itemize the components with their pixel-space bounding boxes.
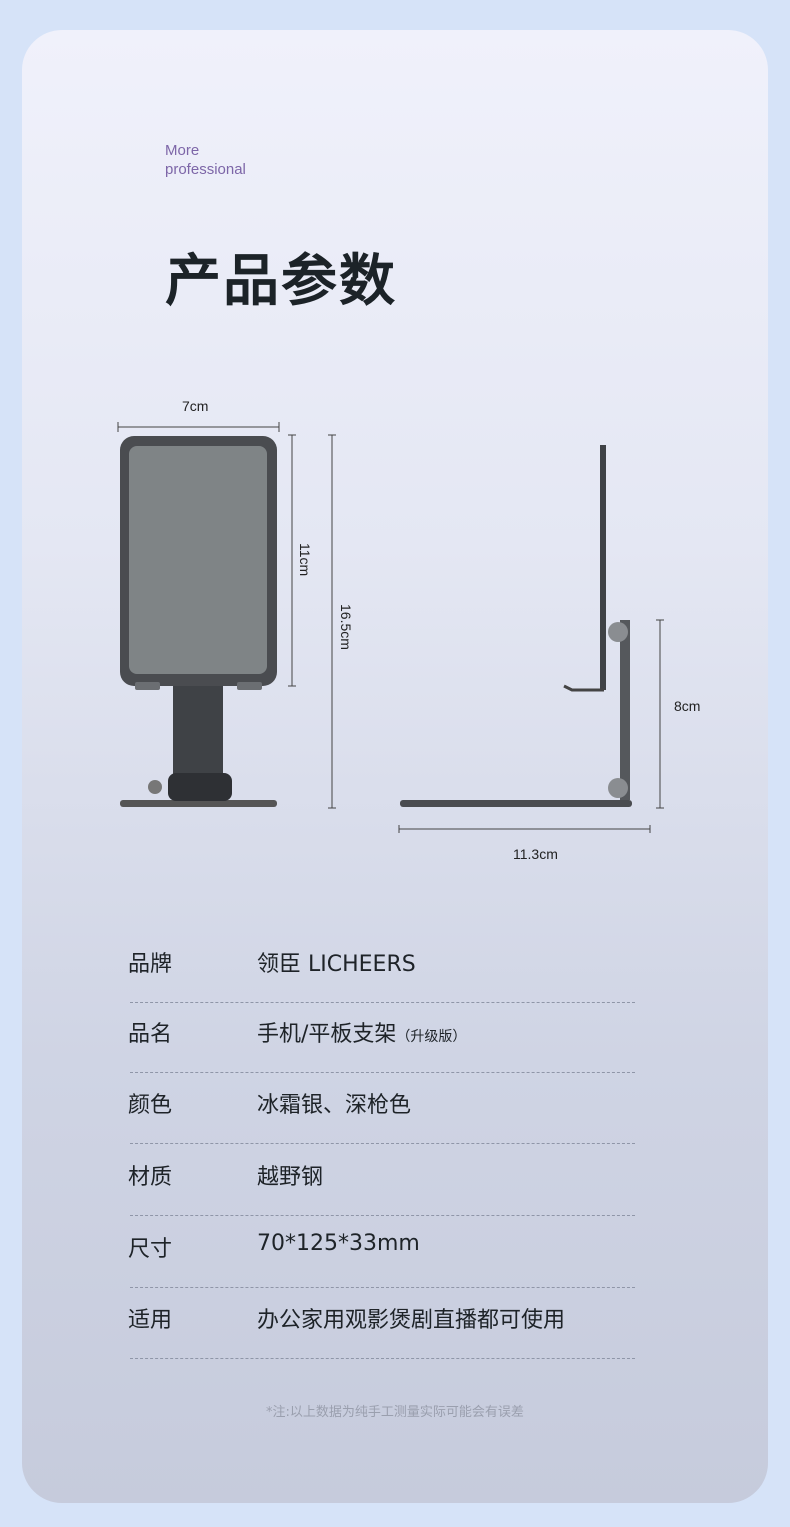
spec-row-color: 颜色 冰霜银、深枪色 (128, 1073, 635, 1144)
spec-value: 70*125*33mm (257, 1231, 420, 1256)
spec-label: 尺寸 (128, 1237, 173, 1262)
spec-value-text: 手机/平板支架 (257, 1022, 397, 1047)
spec-row-material: 材质 越野钢 (128, 1145, 635, 1216)
spec-label: 品名 (128, 1022, 173, 1047)
stand-front (120, 436, 277, 807)
screen-height-label: 11cm (297, 543, 313, 577)
spec-row-size: 尺寸 70*125*33mm (128, 1217, 635, 1288)
spec-value-text: 越野钢 (257, 1165, 324, 1190)
eyebrow: More professional (165, 141, 246, 179)
spec-value-text: 冰霜银、深枪色 (257, 1093, 412, 1118)
depth-label: 11.3cm (513, 846, 558, 862)
spec-label: 品牌 (128, 952, 173, 977)
spec-value: 手机/平板支架（升级版） (257, 1016, 466, 1048)
width-label: 7cm (182, 398, 209, 414)
stand-side (400, 445, 632, 807)
spec-value: 越野钢 (257, 1159, 323, 1191)
footnote: *注:以上数据为纯手工测量实际可能会有误差 (266, 1405, 524, 1420)
spec-value: 冰霜银、深枪色 (257, 1087, 411, 1119)
spec-label: 适用 (128, 1308, 173, 1333)
spec-value: 办公家用观影煲剧直播都可使用 (257, 1302, 565, 1334)
hinge-height-label: 8cm (674, 698, 701, 714)
spec-value-text: 领臣 LICHEERS (257, 952, 416, 977)
spec-card (22, 30, 768, 1503)
total-height-label: 16.5cm (338, 604, 354, 650)
spec-value-suffix: （升级版） (396, 1029, 467, 1045)
eyebrow-line: More (165, 142, 200, 159)
page-title: 产品参数 (165, 249, 397, 314)
spec-value: 领臣 LICHEERS (257, 946, 416, 978)
spec-row-usage: 适用 办公家用观影煲剧直播都可使用 (128, 1288, 635, 1359)
spec-row-brand: 品牌 领臣 LICHEERS (128, 932, 635, 1003)
eyebrow-line: professional (165, 161, 246, 178)
spec-label: 颜色 (128, 1093, 173, 1118)
product-diagram (117, 422, 664, 833)
spec-value-text: 70*125*33mm (257, 1231, 420, 1256)
spec-value-text: 办公家用观影煲剧直播都可使用 (257, 1308, 566, 1333)
spec-row-name: 品名 手机/平板支架（升级版） (128, 1002, 635, 1073)
spec-label: 材质 (128, 1165, 173, 1190)
